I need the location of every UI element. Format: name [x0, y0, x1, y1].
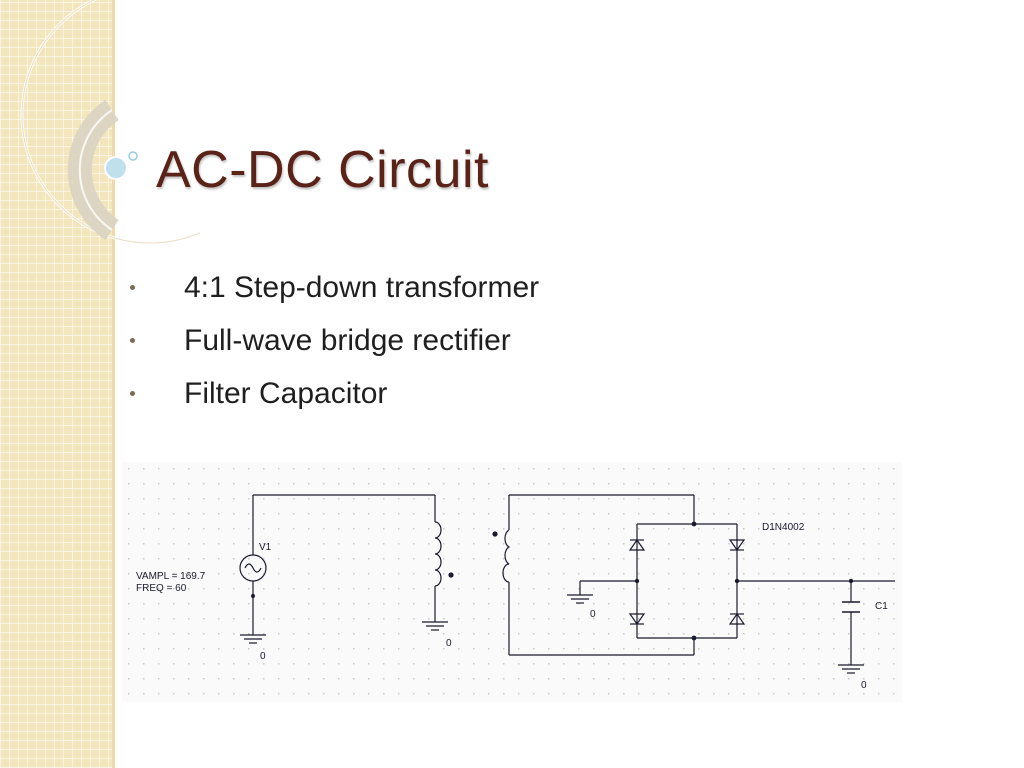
- schematic-grid: [122, 462, 902, 702]
- diode-top-left-icon: [628, 538, 646, 551]
- ground-label: 0: [590, 609, 596, 620]
- diode-top-right-icon: [728, 539, 746, 552]
- diode-bottom-right-icon: [728, 612, 746, 625]
- ground-label: 0: [446, 638, 452, 649]
- circuit-schematic: V1 VAMPL = 169.7 FREQ = 60 D1N4002 C1 0 …: [122, 462, 902, 702]
- bullet-dot-icon: [130, 338, 135, 343]
- source-amplitude-label: VAMPL = 169.7: [136, 571, 206, 582]
- source-frequency-label: FREQ = 60: [136, 583, 187, 594]
- capacitor-label: C1: [875, 601, 888, 612]
- ground-label: 0: [861, 680, 867, 691]
- bubble-large-icon: [104, 156, 128, 180]
- bullet-dot-icon: [130, 391, 135, 396]
- diode-bottom-left-icon: [628, 613, 646, 626]
- ground-label: 0: [260, 651, 266, 662]
- slide-title: AC-DC Circuit: [156, 141, 489, 199]
- source-name-label: V1: [259, 542, 272, 553]
- decorative-circles: [20, 0, 200, 245]
- sidebar-divider: [112, 0, 115, 768]
- bullet-dot-icon: [130, 285, 135, 290]
- diode-model-label: D1N4002: [762, 522, 805, 533]
- bubble-small-icon: [128, 151, 138, 161]
